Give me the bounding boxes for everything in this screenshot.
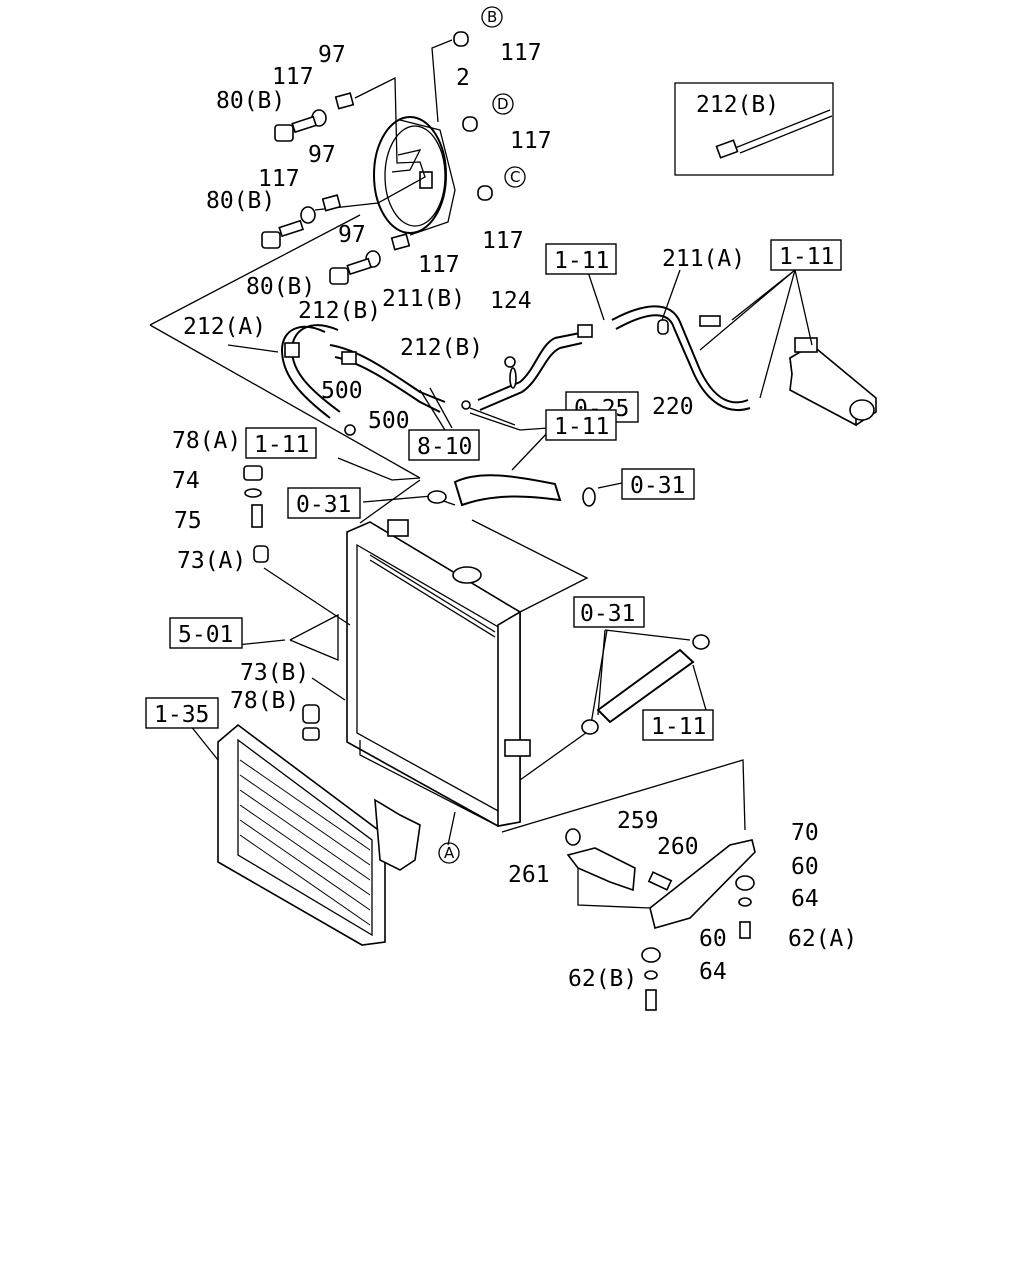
callout-64: 64	[791, 886, 819, 912]
callout-70: 70	[791, 820, 819, 846]
callout-60: 60	[791, 854, 819, 880]
ref-1-11: 1-11	[254, 432, 309, 458]
coolant-hoses	[280, 305, 751, 431]
ref-1-35: 1-35	[154, 702, 209, 728]
callout-117: 117	[510, 128, 552, 154]
callout-73a: 73(A)	[177, 548, 246, 574]
upper-radiator-hose	[453, 474, 562, 507]
callout-500: 500	[321, 378, 363, 404]
callout-212b-inset: 212(B)	[696, 92, 779, 118]
marker-a: A	[444, 844, 455, 862]
callout-97: 97	[308, 142, 336, 168]
callout-212b: 212(B)	[298, 298, 381, 324]
marker-c: C	[510, 168, 520, 186]
callout-2: 2	[456, 65, 470, 91]
callout-220: 220	[652, 394, 694, 420]
leader-117-b	[431, 39, 453, 123]
callout-211a: 211(A)	[662, 246, 745, 272]
callout-75: 75	[174, 508, 202, 534]
ref-1-11: 1-11	[779, 244, 834, 270]
radiator-core	[346, 519, 531, 827]
callout-212a: 212(A)	[183, 314, 266, 340]
callout-97: 97	[318, 42, 346, 68]
callout-117: 117	[482, 228, 524, 254]
ref-0-31: 0-31	[296, 492, 351, 518]
ref-1-11: 1-11	[651, 714, 706, 740]
callout-212b: 212(B)	[400, 335, 483, 361]
upper-hardware	[261, 31, 493, 285]
callout-124: 124	[490, 288, 532, 314]
left-fasteners	[243, 465, 320, 741]
callout-261: 261	[508, 862, 550, 888]
hose-clamps	[344, 356, 710, 735]
callout-117: 117	[418, 252, 460, 278]
reference-boxes: 1-11 1-11 0-25 8-10 1-11 1-11 0-31 0-31 …	[145, 239, 842, 741]
callout-97: 97	[338, 222, 366, 248]
callout-62b: 62(B)	[568, 966, 637, 992]
callout-259: 259	[617, 808, 659, 834]
marker-d: D	[497, 95, 509, 113]
shroud-leader	[314, 76, 426, 211]
callout-260: 260	[657, 834, 699, 860]
bracket-assembly	[565, 828, 756, 1011]
callout-80b: 80(B)	[246, 274, 315, 300]
ref-1-11: 1-11	[554, 414, 609, 440]
callout-64: 64	[699, 959, 727, 985]
callout-62a: 62(A)	[788, 926, 857, 952]
callout-80b: 80(B)	[206, 188, 275, 214]
callout-117: 117	[500, 40, 542, 66]
ref-1-11: 1-11	[554, 248, 609, 274]
leader-lines	[149, 214, 813, 909]
ref-8-10: 8-10	[417, 434, 472, 460]
callout-500: 500	[368, 408, 410, 434]
inset-212b	[674, 82, 834, 176]
callout-78a: 78(A)	[172, 428, 241, 454]
callout-73b: 73(B)	[240, 660, 309, 686]
callout-74: 74	[172, 468, 200, 494]
callout-117: 117	[272, 64, 314, 90]
callout-117: 117	[258, 166, 300, 192]
callout-60: 60	[699, 926, 727, 952]
marker-b: B	[487, 8, 497, 26]
callouts: 117 117 117 117 117 117 97 97 97 2 80(B)…	[172, 40, 857, 992]
ref-0-31: 0-31	[580, 601, 635, 627]
lower-radiator-hose	[596, 648, 695, 724]
fan-shroud	[373, 116, 456, 236]
callout-80b: 80(B)	[216, 88, 285, 114]
circled-markers: B D C A	[438, 6, 526, 864]
reserve-tank	[789, 337, 877, 427]
callout-78b: 78(B)	[230, 688, 299, 714]
intercooler	[217, 723, 421, 946]
ref-5-01: 5-01	[178, 622, 233, 648]
ref-0-31: 0-31	[630, 473, 685, 499]
callout-211b: 211(B)	[382, 286, 465, 312]
